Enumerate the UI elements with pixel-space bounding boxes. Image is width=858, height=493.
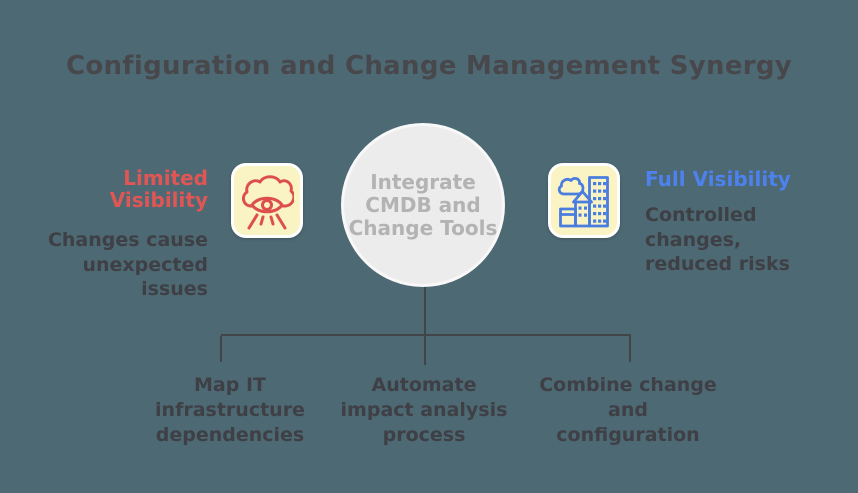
page-title: Configuration and Change Management Syne… bbox=[65, 51, 793, 81]
text-line: dependencies bbox=[155, 424, 305, 446]
text-line: impact analysis bbox=[340, 399, 508, 421]
branch-map-it-dependencies: Map IT infrastructure dependencies bbox=[118, 373, 342, 448]
eye-cloud-icon bbox=[241, 174, 294, 229]
text-line: and bbox=[608, 399, 648, 421]
text-line: Combine change bbox=[539, 374, 717, 396]
text-line: Visibility bbox=[109, 188, 208, 212]
text-line: configuration bbox=[556, 424, 700, 446]
text-line: Changes cause bbox=[47, 229, 208, 251]
text-line: Map IT bbox=[194, 374, 266, 396]
connector-stem bbox=[424, 287, 426, 365]
connector-drop-right bbox=[629, 336, 631, 362]
branch-combine-change-configuration: Combine change and configuration bbox=[516, 373, 740, 448]
city-buildings-cloud-icon bbox=[557, 175, 609, 227]
text-line: changes, bbox=[645, 228, 742, 251]
text-line: Controlled bbox=[645, 204, 757, 226]
connector-crossbar bbox=[221, 334, 631, 336]
text-line: issues bbox=[141, 278, 208, 300]
text-line: infrastructure bbox=[155, 399, 305, 421]
limited-visibility-icon-card bbox=[231, 163, 303, 238]
limited-visibility-heading: Limited Visibility bbox=[110, 167, 208, 211]
connector-drop-left bbox=[220, 336, 222, 362]
limited-visibility-description: Changes cause unexpected issues bbox=[48, 228, 208, 302]
full-visibility-heading: Full Visibility bbox=[645, 167, 791, 191]
text-line: Limited bbox=[123, 166, 208, 190]
center-node-circle: Integrate CMDB and Change Tools bbox=[341, 123, 505, 287]
text-line: Change Tools bbox=[348, 215, 498, 240]
text-line: reduced risks bbox=[645, 253, 790, 275]
text-line: unexpected bbox=[82, 253, 208, 276]
branch-automate-impact-analysis: Automate impact analysis process bbox=[312, 373, 536, 448]
full-visibility-description: Controlled changes, reduced risks bbox=[645, 203, 790, 277]
text-line: Integrate bbox=[370, 169, 476, 194]
text-line: process bbox=[382, 424, 466, 446]
text-line: Automate bbox=[371, 374, 477, 396]
full-visibility-icon-card bbox=[548, 163, 620, 238]
text-line: CMDB and bbox=[365, 192, 481, 217]
